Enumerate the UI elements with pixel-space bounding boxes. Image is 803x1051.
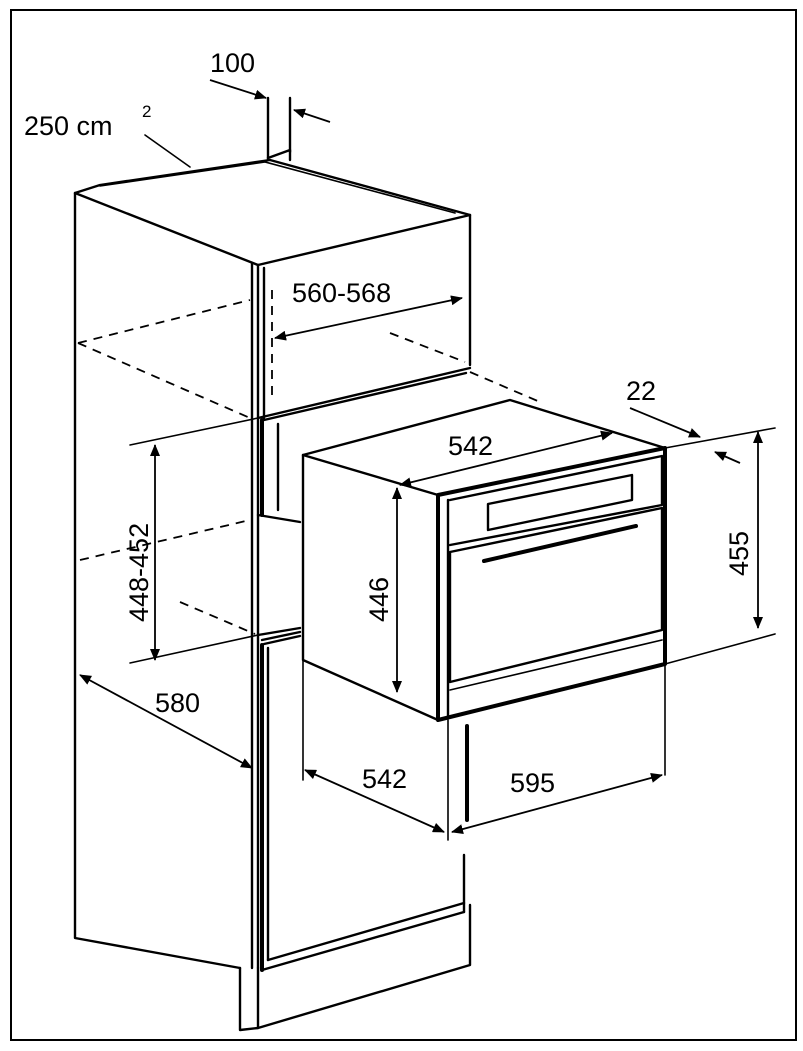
hidden-lines — [77, 290, 541, 635]
page-border — [10, 9, 797, 1041]
vent-gap-label: 100 — [210, 48, 255, 78]
oven-top-depth-label: 542 — [448, 431, 493, 461]
dimension-lines — [79, 79, 776, 841]
oven-side-depth-label: 542 — [362, 764, 407, 794]
front-thickness-label: 22 — [626, 376, 656, 406]
niche-width-label: 560-568 — [292, 278, 391, 308]
oven-width-label: 595 — [510, 768, 555, 798]
cabinet — [73, 96, 472, 1032]
cabinet-depth-label: 580 — [155, 688, 200, 718]
vent-area-label: 250 cm — [24, 111, 113, 141]
oven-height-label: 446 — [364, 577, 394, 622]
niche-height-label: 448-452 — [124, 523, 154, 622]
vent-area-exponent: 2 — [142, 102, 151, 121]
front-height-label: 455 — [724, 531, 754, 576]
